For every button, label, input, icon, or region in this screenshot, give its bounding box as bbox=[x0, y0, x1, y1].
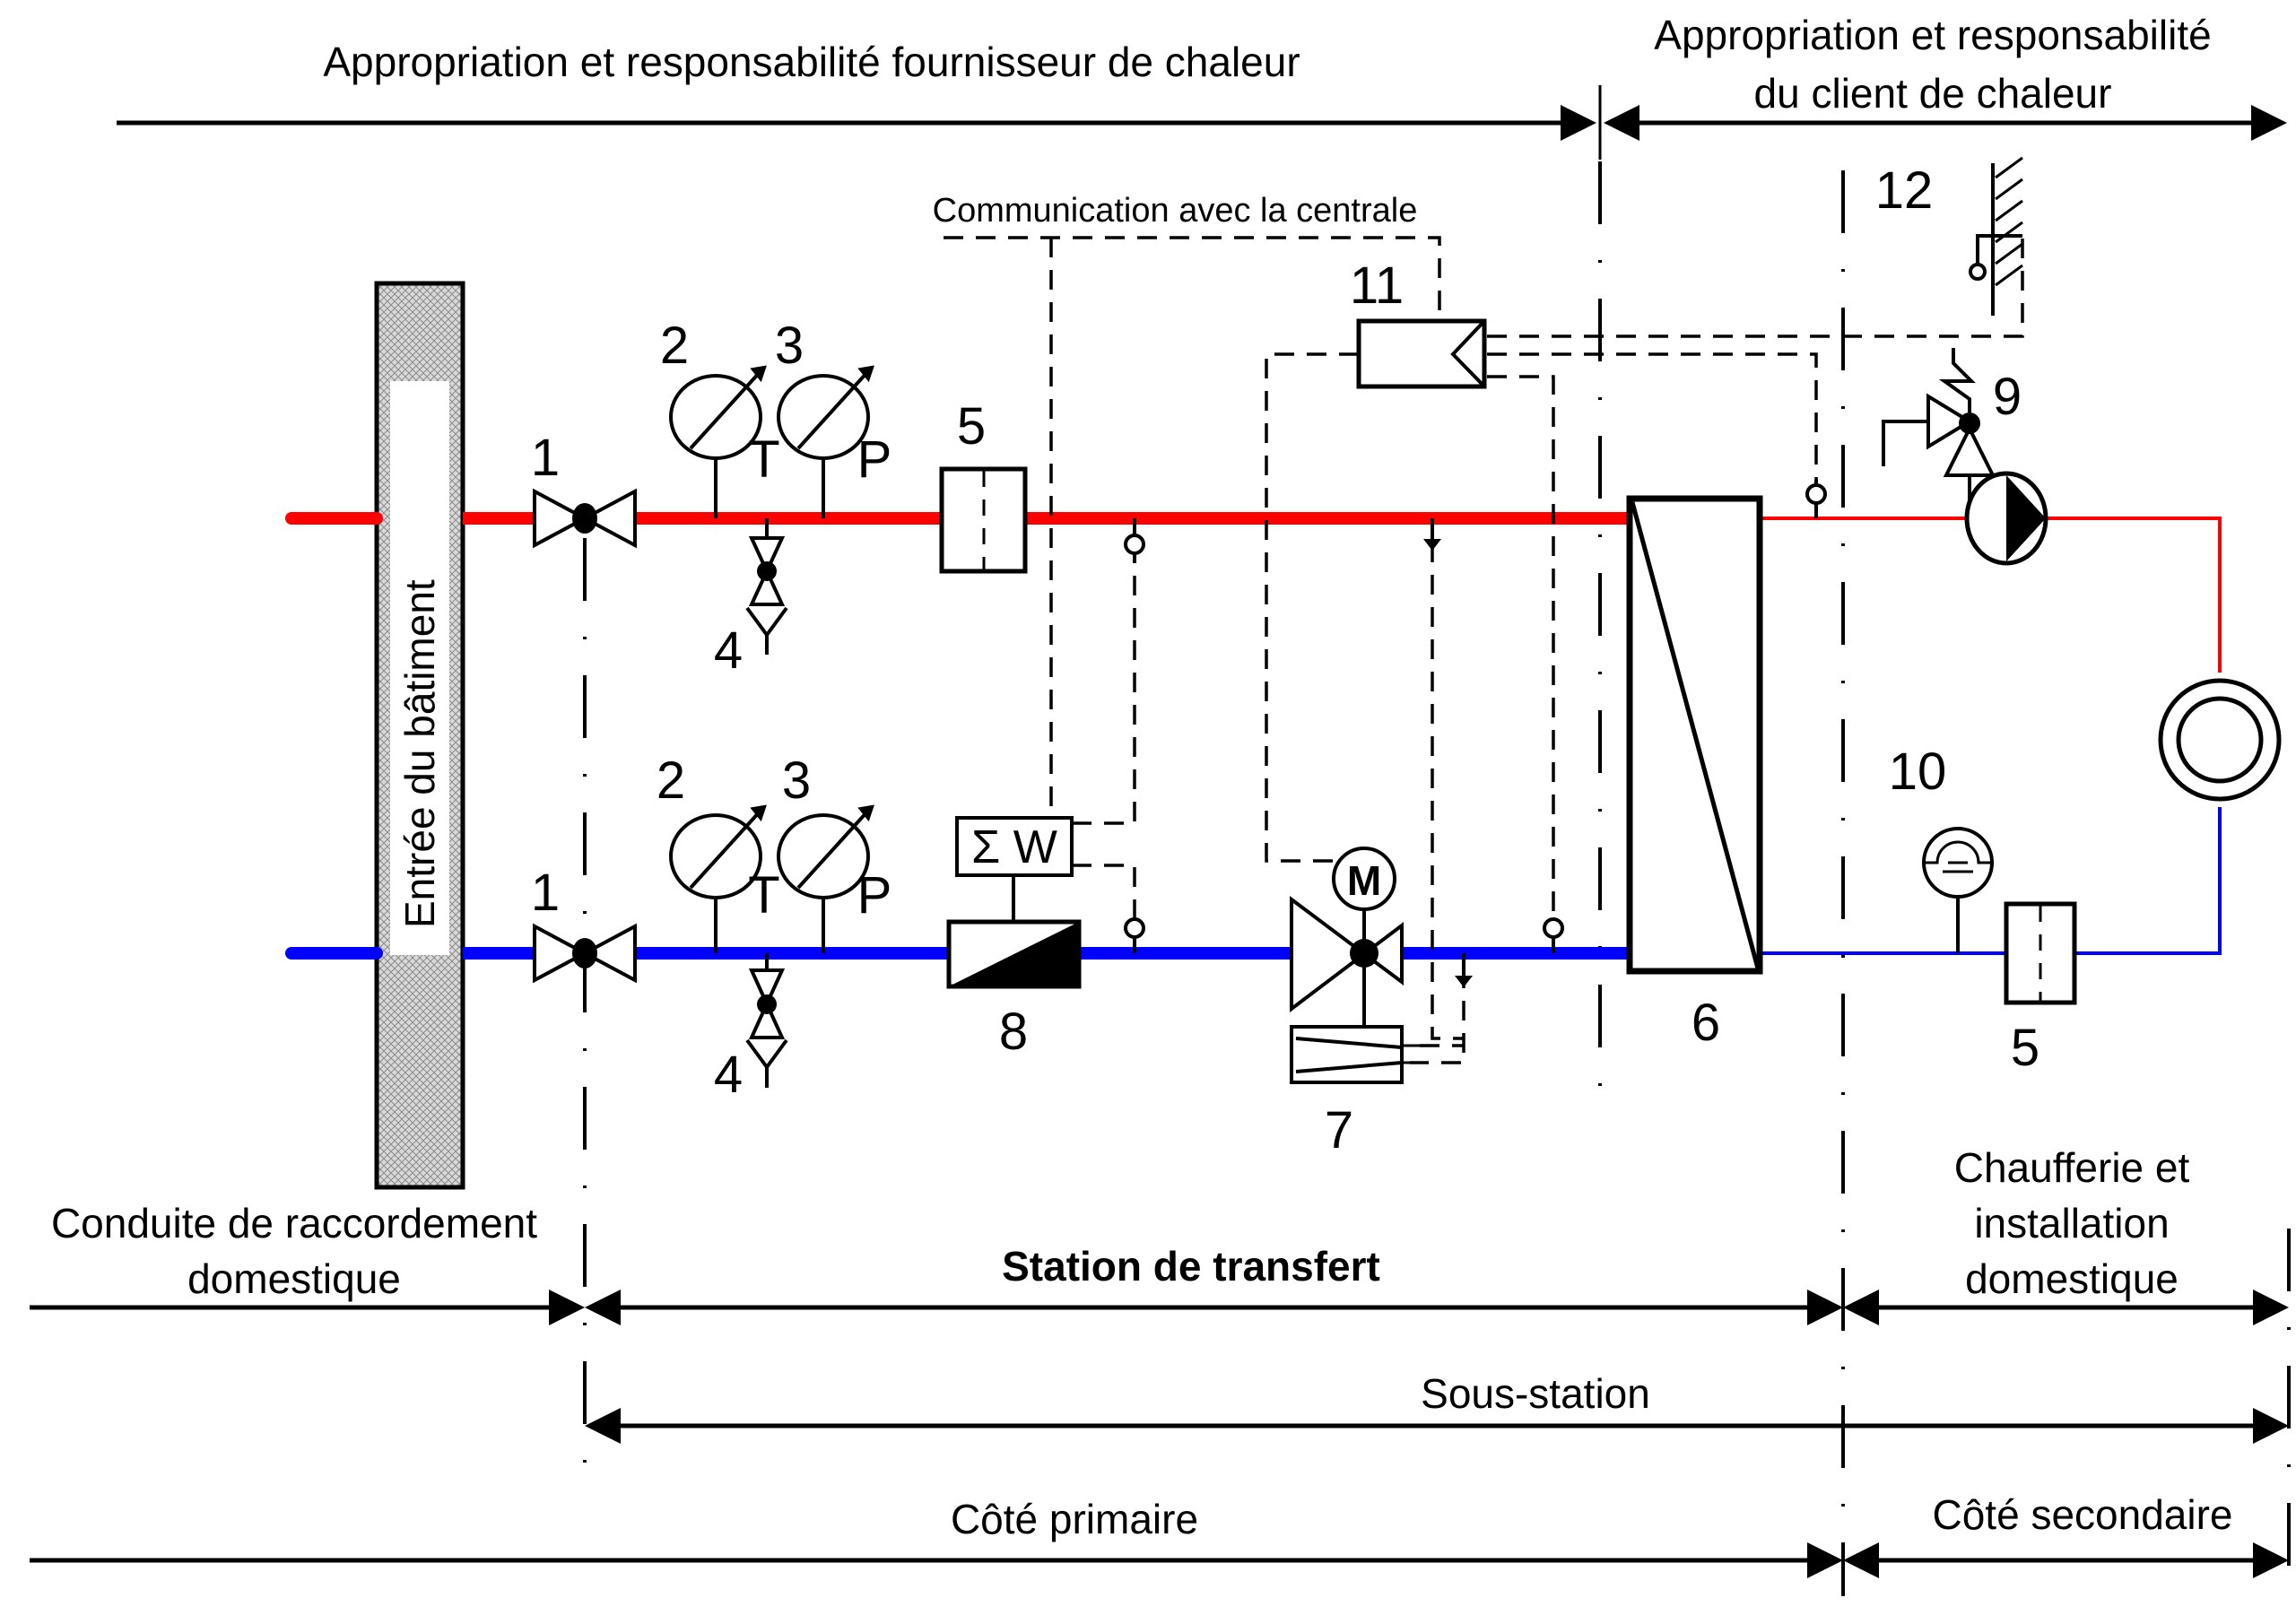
manometer-return: P bbox=[777, 804, 892, 953]
heat-consumer bbox=[2158, 678, 2282, 802]
item-number-1-top: 1 bbox=[531, 429, 560, 487]
item-number-9: 9 bbox=[1993, 368, 2022, 426]
supplier-responsibility-label: Appropriation et responsabilité fourniss… bbox=[323, 39, 1300, 85]
temp-sensor-primary-supply bbox=[1124, 518, 1145, 563]
zone-row-1: Conduite de raccordement domestique Stat… bbox=[30, 1144, 2289, 1325]
zone-row-2: Sous-station bbox=[585, 1370, 2289, 1444]
motor-label: M bbox=[1347, 857, 1381, 904]
item-number-4-bottom: 4 bbox=[714, 1046, 743, 1104]
building-entry-label: Entrée du bâtiment bbox=[396, 579, 443, 928]
strainer-secondary bbox=[2004, 901, 2077, 1005]
item-number-6: 6 bbox=[1692, 994, 1720, 1052]
client-responsibility-label-2: du client de chaleur bbox=[1754, 70, 2112, 117]
item-number-2-top: 2 bbox=[660, 317, 689, 375]
responsibility-header: Appropriation et responsabilité fourniss… bbox=[117, 12, 2287, 160]
zone-chaufferie-line2: installation bbox=[1974, 1200, 2169, 1246]
zone-sous-station: Sous-station bbox=[1421, 1370, 1650, 1417]
signal-line-primary-supply-temp bbox=[1431, 543, 1464, 1040]
expansion-vessel bbox=[1922, 827, 1994, 953]
manometer-letter-return: P bbox=[857, 866, 892, 925]
heat-meter-label: Σ W bbox=[971, 821, 1057, 873]
signal-line-primary-return bbox=[1487, 375, 1555, 928]
manometer-letter: P bbox=[857, 430, 892, 489]
item-number-12: 12 bbox=[1875, 161, 1934, 220]
shutoff-valve-supply bbox=[533, 488, 637, 549]
heat-exchanger bbox=[1626, 495, 1763, 975]
client-arrow-head-right bbox=[2251, 105, 2287, 141]
signal-line-outdoor-sensor bbox=[1487, 234, 2024, 338]
controller bbox=[1356, 318, 1487, 389]
shutoff-valve-return bbox=[533, 923, 637, 984]
thermometer-letter-return: T bbox=[748, 866, 779, 925]
secondary-return-pipe bbox=[1758, 807, 2222, 955]
zone-station-transfert: Station de transfert bbox=[1002, 1243, 1380, 1290]
item-number-2-bottom: 2 bbox=[657, 751, 685, 810]
supplier-arrow-head bbox=[1561, 105, 1596, 141]
temp-sensor-secondary-supply bbox=[1805, 480, 1827, 518]
zone-cote-secondaire: Côté secondaire bbox=[1933, 1491, 2233, 1538]
item-number-11: 11 bbox=[1350, 256, 1404, 315]
item-number-1-bottom: 1 bbox=[531, 864, 560, 922]
item-number-3-bottom: 3 bbox=[782, 751, 811, 810]
temp-probe-primary-return bbox=[1455, 953, 1473, 987]
item-number-7: 7 bbox=[1325, 1101, 1353, 1159]
item-number-10: 10 bbox=[1889, 743, 1947, 801]
signal-line-return-temp bbox=[1410, 968, 1465, 1064]
secondary-supply-pipe bbox=[1758, 517, 2222, 673]
temp-sensor-hx-return bbox=[1543, 917, 1564, 953]
signal-line-supply-sensor bbox=[1072, 563, 1136, 825]
temp-sensor-primary-return bbox=[1124, 917, 1145, 953]
item-number-5-secondary: 5 bbox=[2011, 1019, 2039, 1077]
building-entry-wall: Entrée du bâtiment bbox=[374, 281, 465, 1190]
item-number-4-top: 4 bbox=[714, 621, 743, 680]
item-number-8: 8 bbox=[999, 1003, 1028, 1061]
circulation-pump bbox=[1964, 471, 2048, 566]
item-number-5-primary: 5 bbox=[957, 397, 986, 456]
thermometer-return: T bbox=[669, 804, 780, 953]
zone-chaufferie-line1: Chaufferie et bbox=[1954, 1144, 2190, 1191]
client-responsibility-label-1: Appropriation et responsabilité bbox=[1654, 12, 2211, 58]
zone-chaufferie-line3: domestique bbox=[1965, 1255, 2179, 1302]
zone-row-3: Côté primaire Côté secondaire bbox=[30, 1491, 2289, 1578]
communication-label: Communication avec la centrale bbox=[933, 192, 1418, 230]
heat-meter: Σ W bbox=[946, 816, 1082, 989]
outdoor-temp-sensor bbox=[1969, 156, 2023, 316]
control-valve: M bbox=[1290, 847, 1420, 1084]
zone-conduite-line2: domestique bbox=[187, 1255, 401, 1302]
drain-valve-supply bbox=[745, 518, 788, 655]
drain-valve-return bbox=[745, 953, 788, 1088]
manometer-supply: P bbox=[777, 365, 892, 518]
item-number-3-top: 3 bbox=[775, 317, 804, 375]
signal-line-return-sensor bbox=[1072, 864, 1136, 928]
zone-conduite-line1: Conduite de raccordement bbox=[51, 1200, 537, 1246]
thermometer-letter: T bbox=[748, 430, 779, 489]
thermometer-supply: T bbox=[669, 365, 780, 518]
temp-probe-primary-supply bbox=[1423, 518, 1441, 551]
zone-cote-primaire: Côté primaire bbox=[951, 1496, 1198, 1542]
signal-line-secondary-supply bbox=[1487, 352, 1818, 480]
signal-line-motor bbox=[1265, 352, 1359, 863]
strainer-primary bbox=[939, 466, 1028, 574]
communication-line-top bbox=[944, 236, 1441, 318]
client-arrow-head-left bbox=[1604, 105, 1639, 141]
